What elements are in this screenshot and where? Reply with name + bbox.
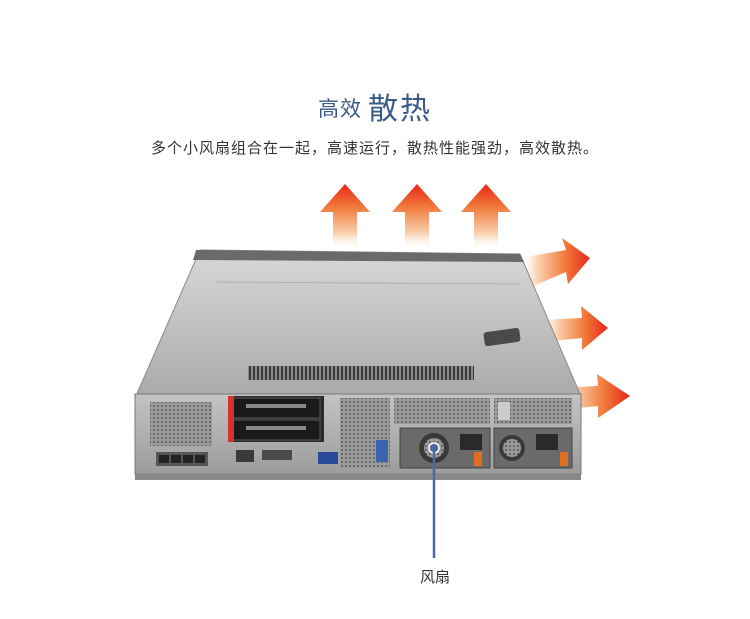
- fan-label: 风扇: [419, 568, 450, 586]
- power-supply-1: [399, 427, 491, 469]
- heat-arrow-right-2: [540, 306, 608, 350]
- title-large: 散热: [368, 92, 432, 127]
- title-small: 高效: [318, 97, 362, 121]
- section-title: 高效散热: [0, 84, 750, 128]
- section-subtitle: 多个小风扇组合在一起，高速运行，散热性能强劲，高效散热。: [150, 139, 599, 157]
- server-chassis: [134, 249, 582, 480]
- heat-arrow-up-3: [461, 184, 511, 250]
- heat-arrow-right-1: [520, 238, 590, 290]
- fan-pointer: [428, 442, 440, 558]
- power-supply-2: [493, 427, 573, 469]
- heat-arrow-up-1: [320, 184, 370, 250]
- server-cooling-illustration: [134, 184, 630, 558]
- heat-arrow-up-2: [392, 184, 442, 250]
